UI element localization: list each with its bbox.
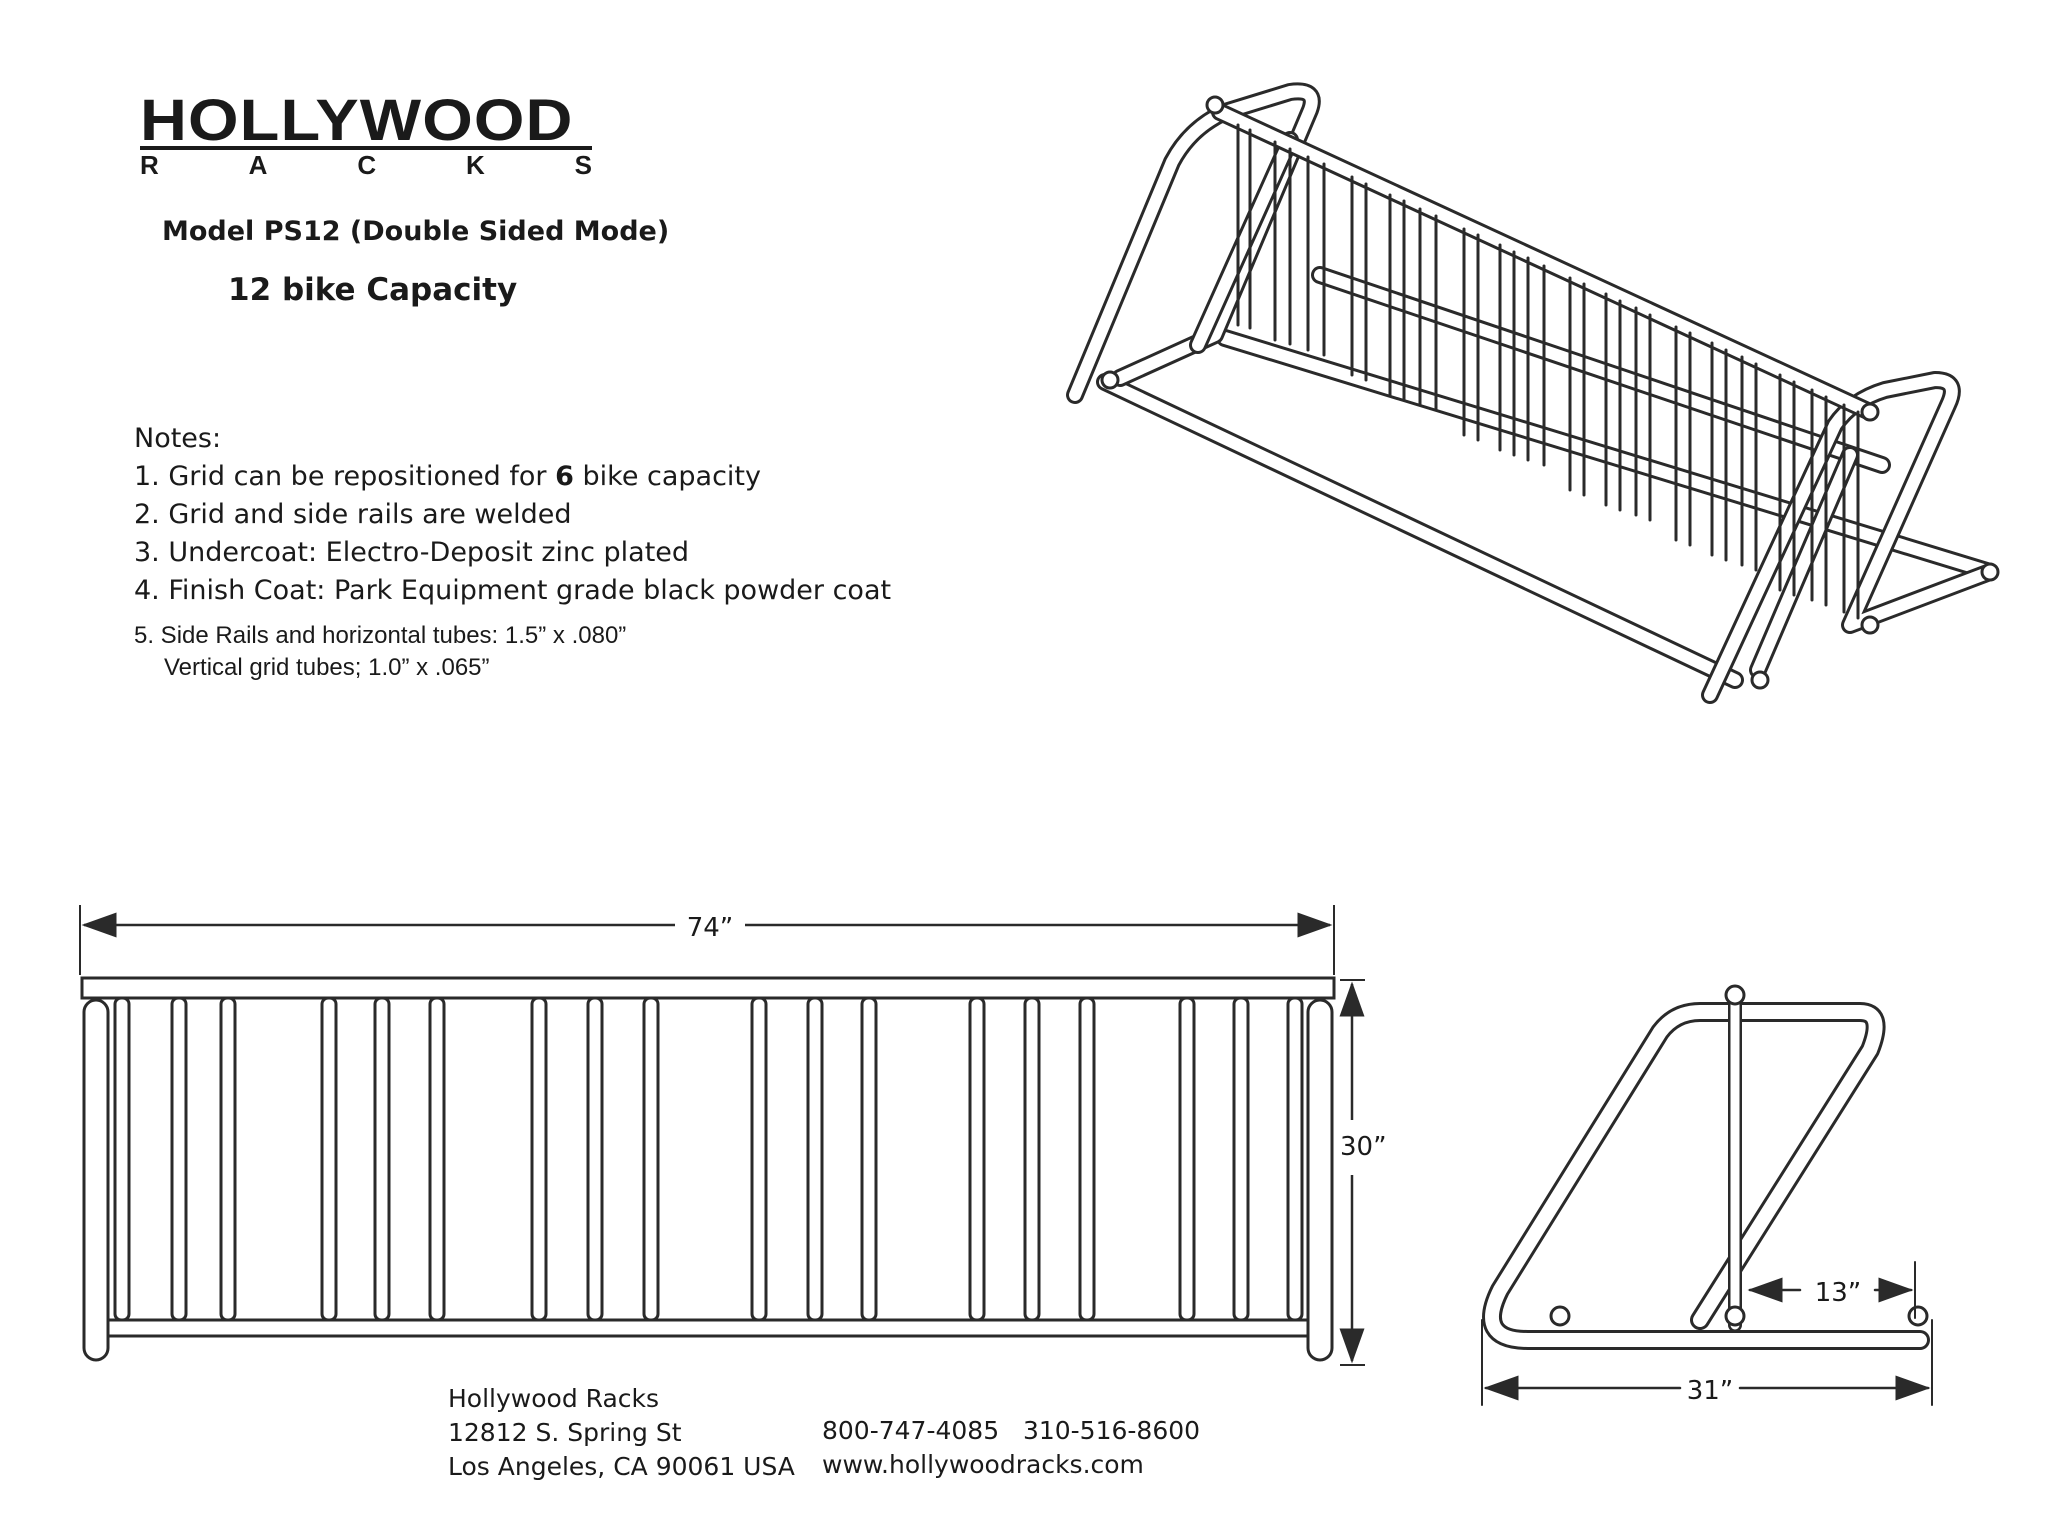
notes-block: Notes: 1. Grid can be repositioned for 6… (134, 420, 891, 610)
capacity-text: bike Capacity (281, 272, 518, 308)
logo-wordmark: HOLLYWOOD (140, 88, 574, 153)
logo-letter: C (357, 150, 377, 180)
width-dimension-label: 74” (687, 913, 734, 943)
note-item: 1. Grid can be repositioned for 6 bike c… (134, 458, 891, 496)
company-name: Hollywood Racks (448, 1384, 660, 1413)
street-address: 12812 S. Spring St (448, 1418, 682, 1447)
logo-letter: R (140, 150, 159, 180)
tube-specs: 5. Side Rails and horizontal tubes: 1.5”… (134, 620, 626, 684)
logo-letter: S (574, 150, 592, 180)
isometric-rack-view (1066, 82, 2000, 704)
logo-letter: A (248, 150, 268, 180)
capacity-label: 12 bike Capacity (228, 272, 517, 308)
model-title: Model PS12 (Double Sided Mode) (162, 216, 670, 247)
note-item: 3. Undercoat: Electro-Deposit zinc plate… (134, 537, 690, 568)
note-item: 4. Finish Coat: Park Equipment grade bla… (134, 575, 892, 606)
company-contact: 800-747-4085 310-516-8600 www.hollywoodr… (822, 1414, 1200, 1482)
note-text: bike capacity (573, 461, 762, 492)
company-address: Hollywood Racks 12812 S. Spring St Los A… (448, 1382, 795, 1484)
height-dimension-label: 30” (1340, 1132, 1387, 1162)
logo-divider (140, 146, 592, 150)
website-link[interactable]: www.hollywoodracks.com (822, 1450, 1144, 1479)
phone-numbers: 800-747-4085 310-516-8600 (822, 1416, 1201, 1445)
front-elevation-view (79, 905, 1365, 1366)
city-address: Los Angeles, CA 90061 USA (448, 1452, 795, 1481)
note-item: 2. Grid and side rails are welded (134, 499, 572, 530)
side-elevation-view (1481, 984, 1933, 1406)
logo-letter: K (465, 150, 485, 180)
offset-dimension-label: 13” (1815, 1278, 1862, 1308)
notes-heading: Notes: (134, 423, 222, 454)
note-text: 1. Grid can be repositioned for (134, 461, 556, 492)
logo-subtitle: R A C K S (140, 152, 592, 178)
capacity-number: 12 (228, 272, 272, 308)
note-emphasis: 6 (555, 461, 574, 492)
note-item: 5. Side Rails and horizontal tubes: 1.5”… (134, 622, 627, 649)
depth-dimension-label: 31” (1687, 1376, 1734, 1406)
note-item: Vertical grid tubes; 1.0” x .065” (164, 654, 490, 681)
